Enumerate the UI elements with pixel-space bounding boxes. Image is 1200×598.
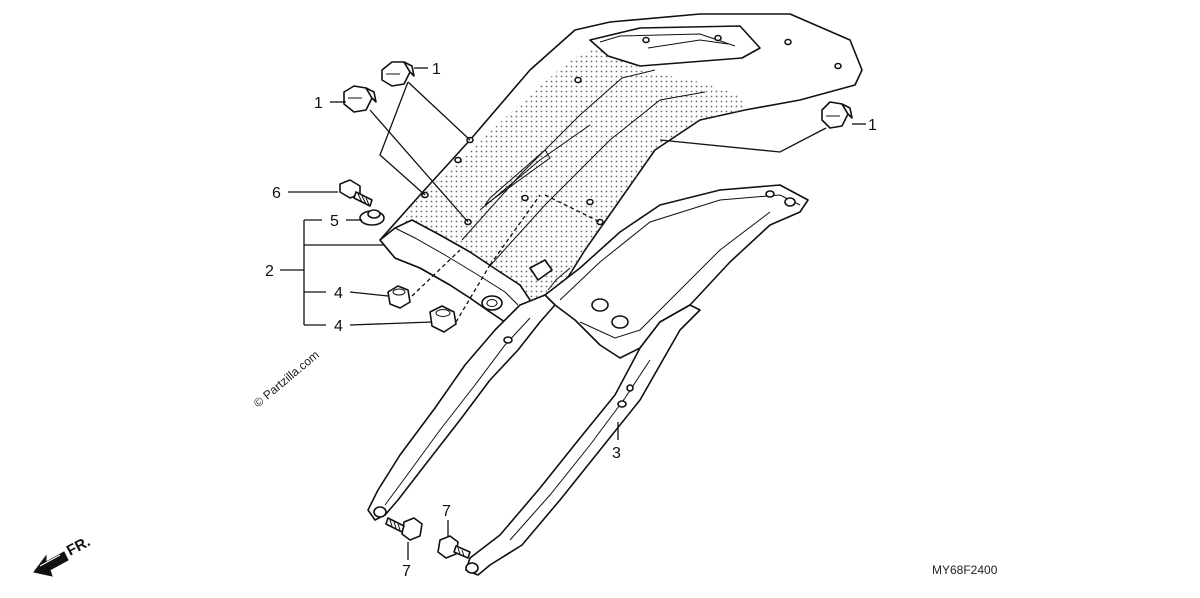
callout-7-upper: 7 [442,503,451,520]
callout-4-lower: 4 [334,318,343,335]
flange-bolt-7a[interactable] [385,517,423,541]
callout-1-left: 1 [314,95,323,112]
leader-lines [280,67,866,560]
clip-nut-1c[interactable] [821,101,853,129]
flange-bolt-7b[interactable] [437,535,471,559]
callout-6: 6 [272,185,281,202]
front-arrow-icon [33,551,69,577]
bolt-6[interactable] [339,179,373,207]
callout-1-right: 1 [868,117,877,134]
watermark: © Partzilla.com [251,348,322,411]
clip-nut-1b[interactable] [343,85,377,113]
fender-stay-bracket[interactable] [367,184,809,576]
callout-3: 3 [612,445,621,462]
front-label: FR. [64,533,93,559]
callout-5: 5 [330,213,339,230]
rubber-4b[interactable] [429,305,457,333]
collar-5[interactable] [359,209,385,226]
clip-nut-1a[interactable] [381,61,415,87]
callout-2: 2 [265,263,274,280]
rear-fender[interactable] [379,13,863,326]
callout-1-top: 1 [432,61,441,78]
rubber-4a[interactable] [387,285,411,309]
callout-7-lower: 7 [402,563,411,580]
callout-4-upper: 4 [334,285,343,302]
diagram-code: MY68F2400 [932,563,998,577]
